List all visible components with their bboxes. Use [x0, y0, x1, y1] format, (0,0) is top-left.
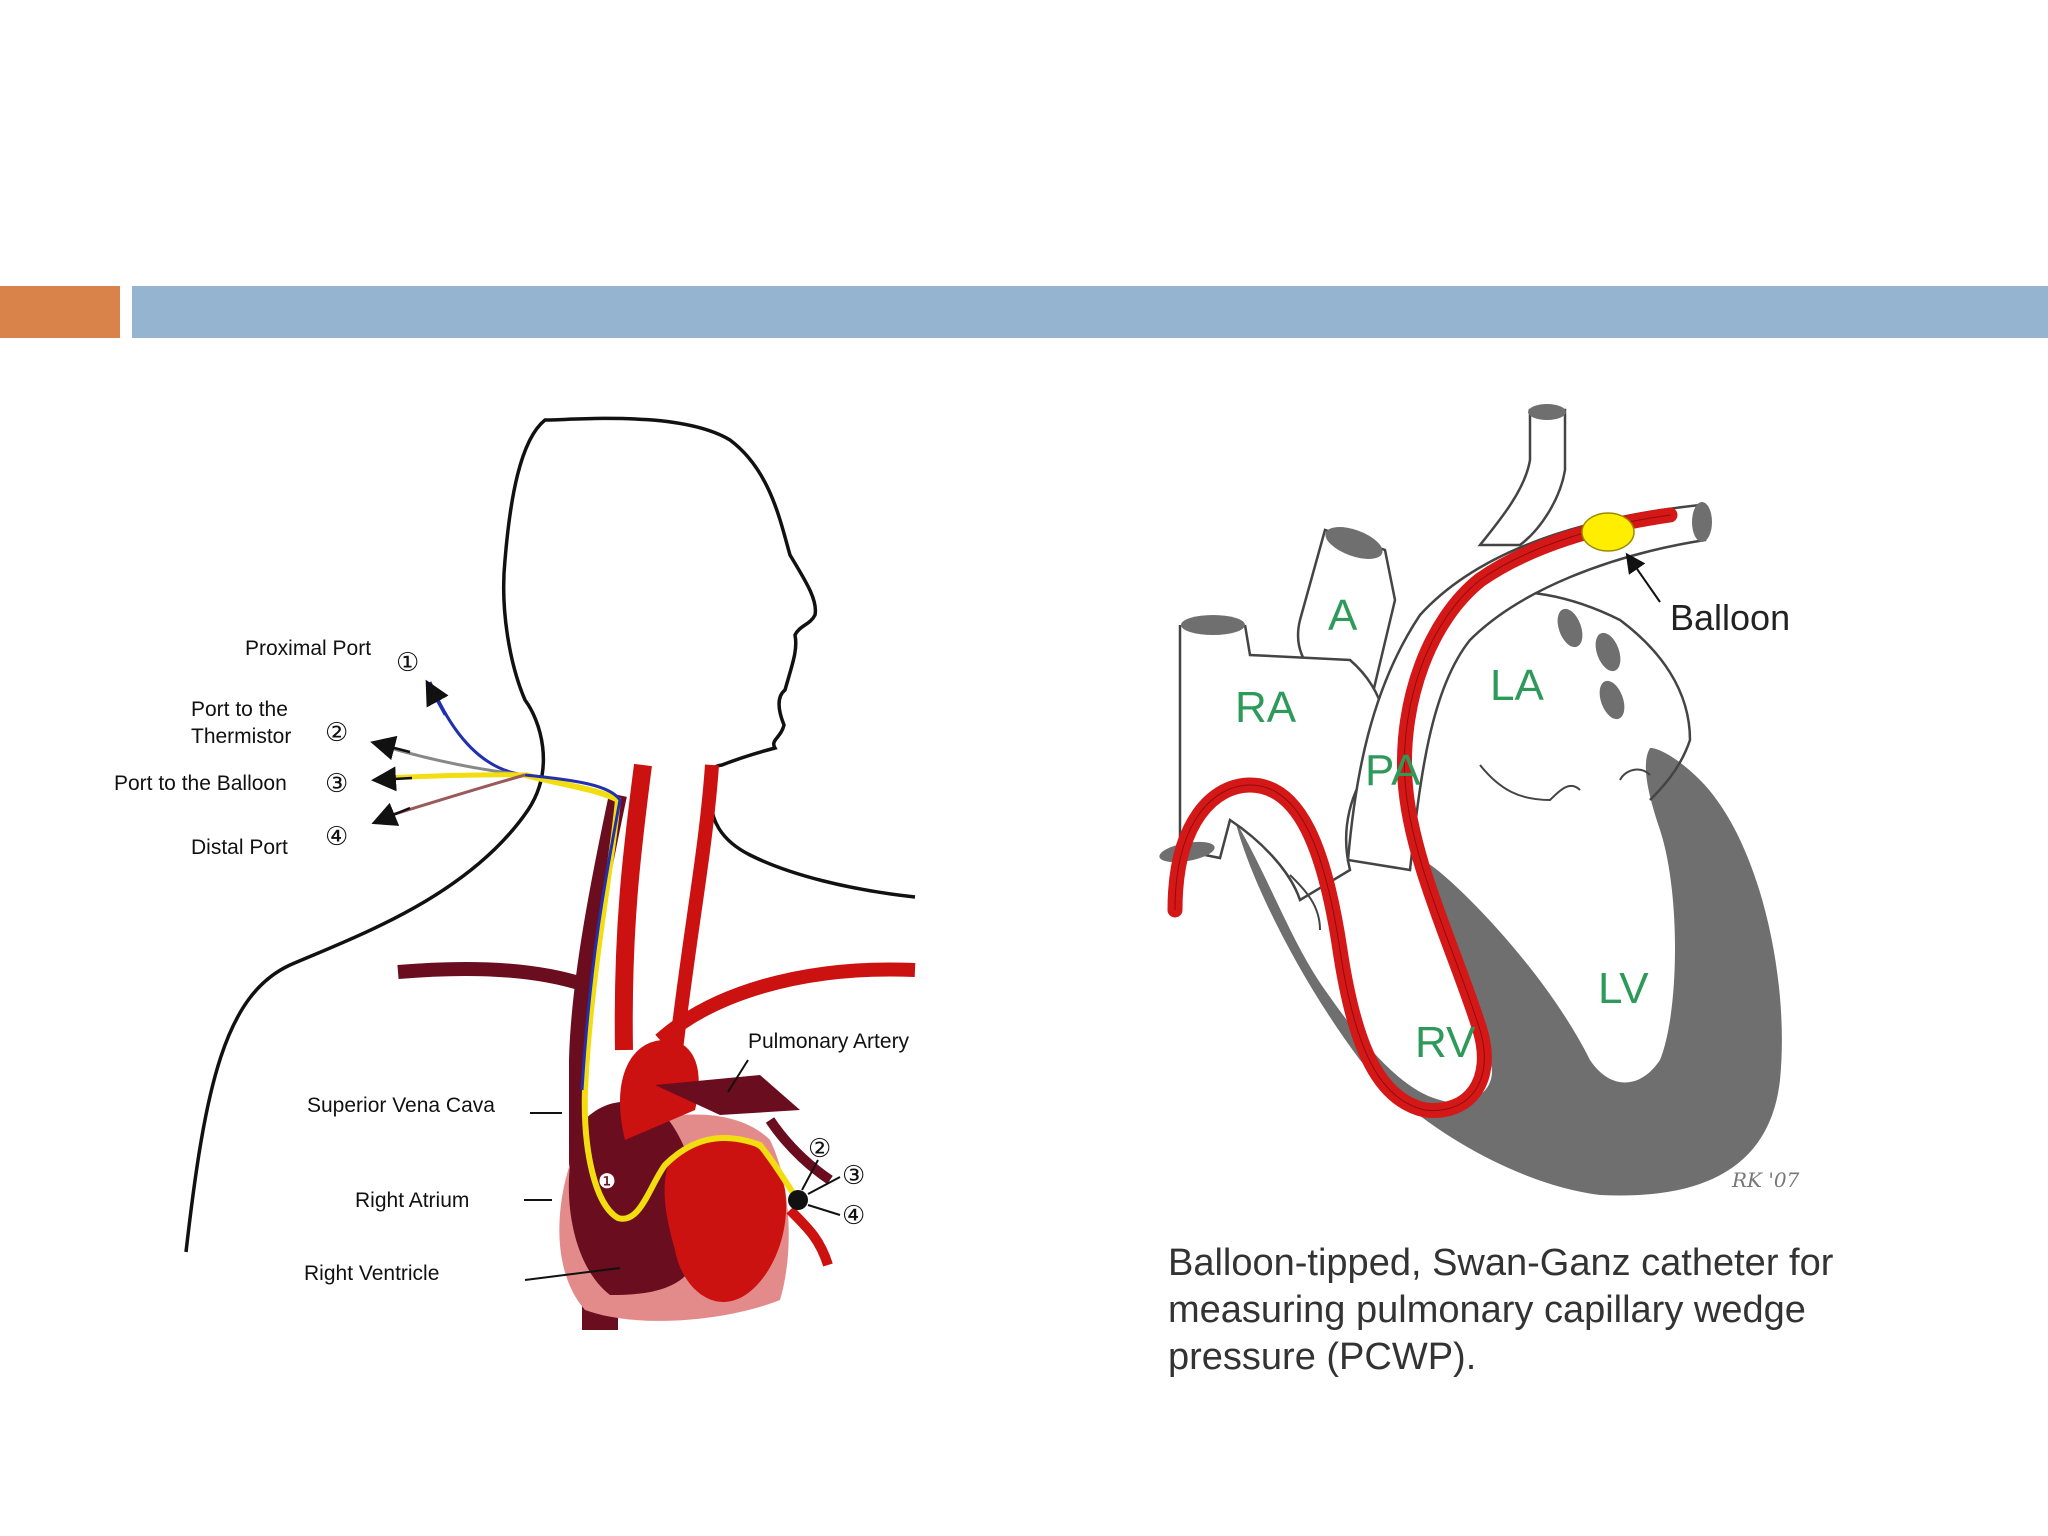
aorta-opening [1325, 527, 1383, 559]
catheter-yellow-tail [384, 772, 526, 781]
chamber-label-ra: RA [1235, 683, 1297, 732]
marker-three: ③ [842, 1161, 865, 1191]
ascending-vessel [1477, 408, 1567, 547]
svc-opening [1181, 615, 1245, 635]
pulmonary-vein-1 [1557, 608, 1583, 648]
right-heart-dark [568, 1101, 701, 1295]
carotid-artery-left [614, 763, 652, 1051]
thermistor-port-label-line1: Port to the [191, 698, 288, 721]
arrow-thermistor [370, 735, 411, 761]
distal-port-label: Distal Port [191, 836, 288, 859]
thermistor-port-label-line2: Thermistor [191, 725, 291, 748]
ascending-vessel-opening [1528, 404, 1566, 420]
right-atrium-label: Right Atrium [355, 1189, 469, 1212]
chamber-label-a: A [1328, 591, 1358, 640]
left-catheter-diagram: Proximal Port ① Port to the Thermistor ②… [114, 416, 916, 1330]
balloon-label: Balloon [1670, 597, 1790, 638]
chamber-label-lv: LV [1598, 964, 1649, 1013]
pulmonary-branch-lower [786, 1206, 833, 1267]
marker-four: ④ [842, 1201, 865, 1231]
balloon-shape [1581, 512, 1635, 552]
aortic-arch-branch [655, 962, 916, 1046]
carotid-artery-right [669, 764, 719, 1051]
mitral-leaflet-2 [1619, 768, 1651, 781]
balloon-pointer [1625, 552, 1661, 603]
body-silhouette [184, 416, 916, 1253]
right-heart-diagram: Balloon A RA LA PA RV LV RK '07 [1159, 404, 1800, 1196]
proximal-port-label: Proximal Port [245, 637, 371, 660]
catheter-tip-dot [788, 1190, 808, 1210]
arrow-balloon [371, 766, 413, 792]
pulmonary-artery-label: Pulmonary Artery [748, 1030, 910, 1053]
chamber-label-pa: PA [1365, 746, 1421, 795]
left-ventricle-red [664, 1138, 787, 1302]
chamber-label-la: LA [1490, 661, 1544, 710]
proximal-port-number: ① [396, 648, 419, 678]
distal-port-number: ④ [325, 822, 348, 852]
marker-four-leader [807, 1204, 841, 1216]
aorta-root [619, 1040, 699, 1140]
marker-two-leader [801, 1159, 819, 1191]
accent-bar [0, 286, 120, 338]
pulmonary-branch [765, 1117, 833, 1185]
myocardium [1235, 748, 1782, 1196]
pulmonary-vein-2 [1595, 632, 1621, 672]
balloon-port-number: ③ [325, 769, 348, 799]
balloon-port-label: Port to the Balloon [114, 772, 287, 795]
marker-two: ② [808, 1134, 831, 1164]
right-ventricle-label: Right Ventricle [304, 1262, 439, 1285]
diagram-caption: Balloon-tipped, Swan-Ganz catheter for m… [1168, 1242, 1834, 1378]
pulmonary-artery-leader [727, 1059, 749, 1093]
marker-one-icon: ❶ [598, 1169, 616, 1193]
pulmonary-trunk [655, 1075, 800, 1115]
artist-signature: RK '07 [1731, 1168, 1800, 1192]
thermistor-port-number: ② [325, 718, 348, 748]
superior-vena-cava-label: Superior Vena Cava [307, 1094, 495, 1117]
header-bar [132, 286, 2048, 338]
chamber-label-rv: RV [1415, 1018, 1476, 1067]
arrow-distal [371, 802, 411, 826]
marker-three-leader [807, 1176, 841, 1195]
tricuspid-leaflet [1289, 874, 1321, 931]
catheter-blue [428, 681, 622, 1091]
mitral-leaflet [1479, 764, 1581, 802]
subclavian-vein [397, 961, 588, 992]
red-catheter-outline [1174, 514, 1671, 1111]
arrow-proximal [425, 679, 449, 716]
right-ventricle-leader [524, 1267, 621, 1281]
pa-distal-opening [1692, 502, 1712, 542]
pulmonary-vein-3 [1599, 680, 1625, 720]
jugular-vein [569, 793, 627, 1200]
